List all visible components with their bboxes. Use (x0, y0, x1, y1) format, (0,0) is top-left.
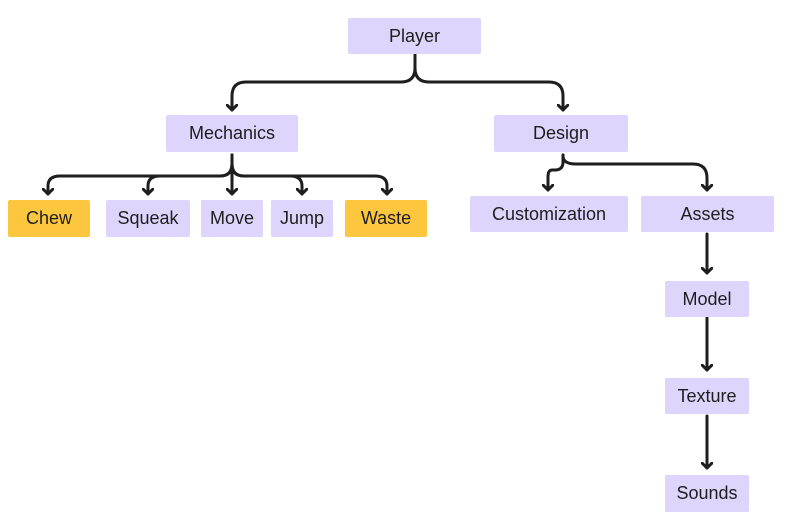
node-sounds-label: Sounds (676, 483, 738, 503)
connector-player-mechanics (232, 53, 417, 112)
node-move[interactable]: Move (201, 200, 263, 237)
node-customization[interactable]: Customization (470, 196, 628, 232)
node-design[interactable]: Design (494, 115, 628, 152)
node-design-label: Design (532, 123, 590, 143)
node-player[interactable]: Player (348, 18, 481, 54)
node-assets[interactable]: Assets (641, 196, 774, 232)
node-jump-label: Jump (279, 208, 324, 228)
node-model[interactable]: Model (665, 281, 749, 317)
connector-mechanics-squeak (148, 153, 234, 196)
connector-player-design (413, 53, 563, 112)
connector-design-assets (561, 153, 707, 192)
node-jump[interactable]: Jump (271, 200, 333, 237)
node-move-label: Move (209, 208, 254, 228)
node-waste-label: Waste (360, 208, 412, 228)
node-squeak[interactable]: Squeak (106, 200, 190, 237)
node-chew[interactable]: Chew (8, 200, 90, 237)
node-model-label: Model (682, 288, 732, 309)
connector-mechanics-waste (230, 153, 387, 196)
node-assets-label: Assets (680, 203, 735, 224)
node-mechanics[interactable]: Mechanics (166, 115, 298, 152)
node-texture-label: Texture (677, 385, 737, 406)
node-customization-label: Customization (491, 203, 607, 224)
node-player-label: Player (388, 25, 441, 46)
node-chew-label: Chew (25, 208, 73, 228)
node-waste[interactable]: Waste (345, 200, 427, 237)
node-texture[interactable]: Texture (665, 378, 749, 414)
node-squeak-label: Squeak (117, 208, 179, 228)
node-mechanics-label: Mechanics (188, 123, 276, 143)
node-sounds[interactable]: Sounds (665, 475, 749, 512)
connector-design-customization (548, 153, 565, 192)
